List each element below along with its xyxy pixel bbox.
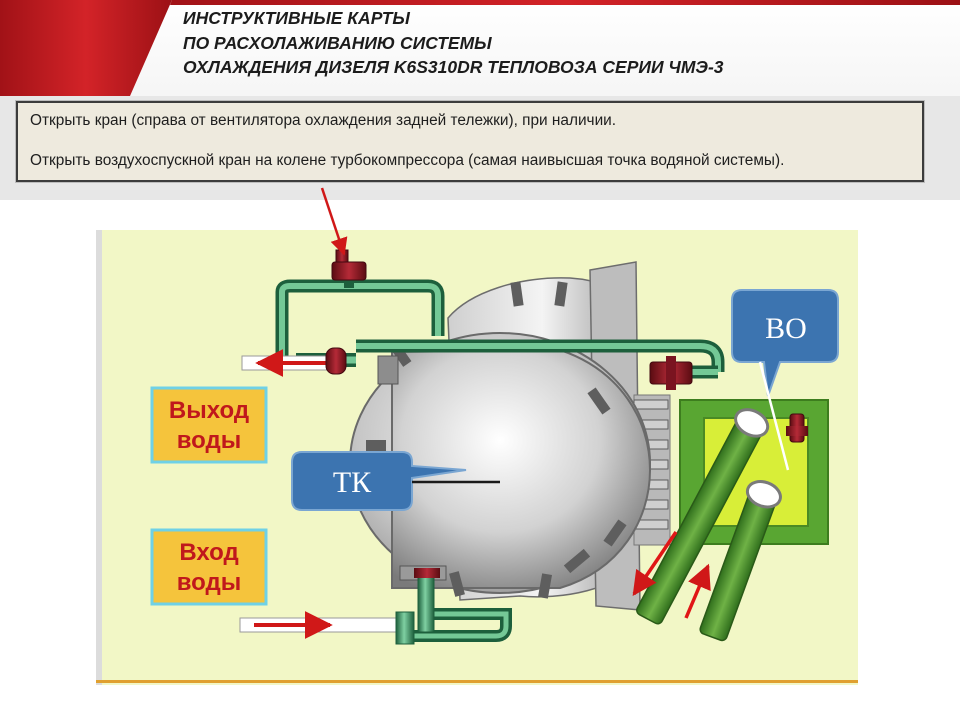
air-bleed-valve[interactable] — [331, 249, 367, 281]
tube-flow-arrow-2 — [684, 563, 711, 619]
label-water-in-line2: воды — [177, 569, 242, 596]
page-title: ИНСТРУКТИВНЫЕ КАРТЫ ПО РАСХОЛАЖИВАНИЮ СИ… — [183, 6, 724, 80]
label-water-in-line1: Вход — [179, 539, 238, 566]
cooler-tubes — [632, 408, 782, 642]
tube-flow-arrow-1 — [632, 531, 678, 597]
instruction-pointer-arrow — [320, 187, 348, 256]
diagram-bottom-edge — [96, 680, 858, 683]
callout-vo-leader — [758, 361, 790, 471]
label-water-out-line2: воды — [177, 427, 242, 454]
callout-vo: ВО — [731, 289, 839, 471]
header-red-wedge — [0, 0, 172, 96]
water-outlet-pipe — [241, 349, 333, 377]
header-red-strip — [170, 0, 960, 5]
diagram-left-edge — [96, 230, 102, 685]
volute-front — [391, 348, 652, 589]
title-line-1: ИНСТРУКТИВНЫЕ КАРТЫ — [183, 8, 410, 28]
label-water-in: Вход воды — [150, 528, 268, 606]
label-water-out-line1: Выход — [169, 397, 249, 424]
instruction-step-2: Открыть воздухоспускной кран на колене т… — [30, 152, 785, 169]
outlet-flange — [377, 355, 399, 385]
callout-vo-text: ВО — [765, 312, 807, 345]
inlet-valve-flange — [414, 568, 440, 578]
label-water-out: Выход воды — [150, 386, 268, 464]
outlet-valve[interactable] — [325, 347, 347, 375]
instruction-step-1: Открыть кран (справа от вентилятора охла… — [30, 112, 617, 129]
water-inlet-pipe — [239, 568, 512, 645]
callout-tk: ТК — [291, 451, 500, 511]
instructions-box: Открыть кран (справа от вентилятора охла… — [16, 101, 924, 182]
title-line-3: ОХЛАЖДЕНИЯ ДИЗЕЛЯ K6S310DR ТЕПЛОВОЗА СЕР… — [183, 57, 724, 77]
callout-tk-text: ТК — [333, 466, 372, 499]
side-valve[interactable] — [649, 356, 693, 390]
title-line-2: ПО РАСХОЛАЖИВАНИЮ СИСТЕМЫ — [183, 32, 492, 53]
